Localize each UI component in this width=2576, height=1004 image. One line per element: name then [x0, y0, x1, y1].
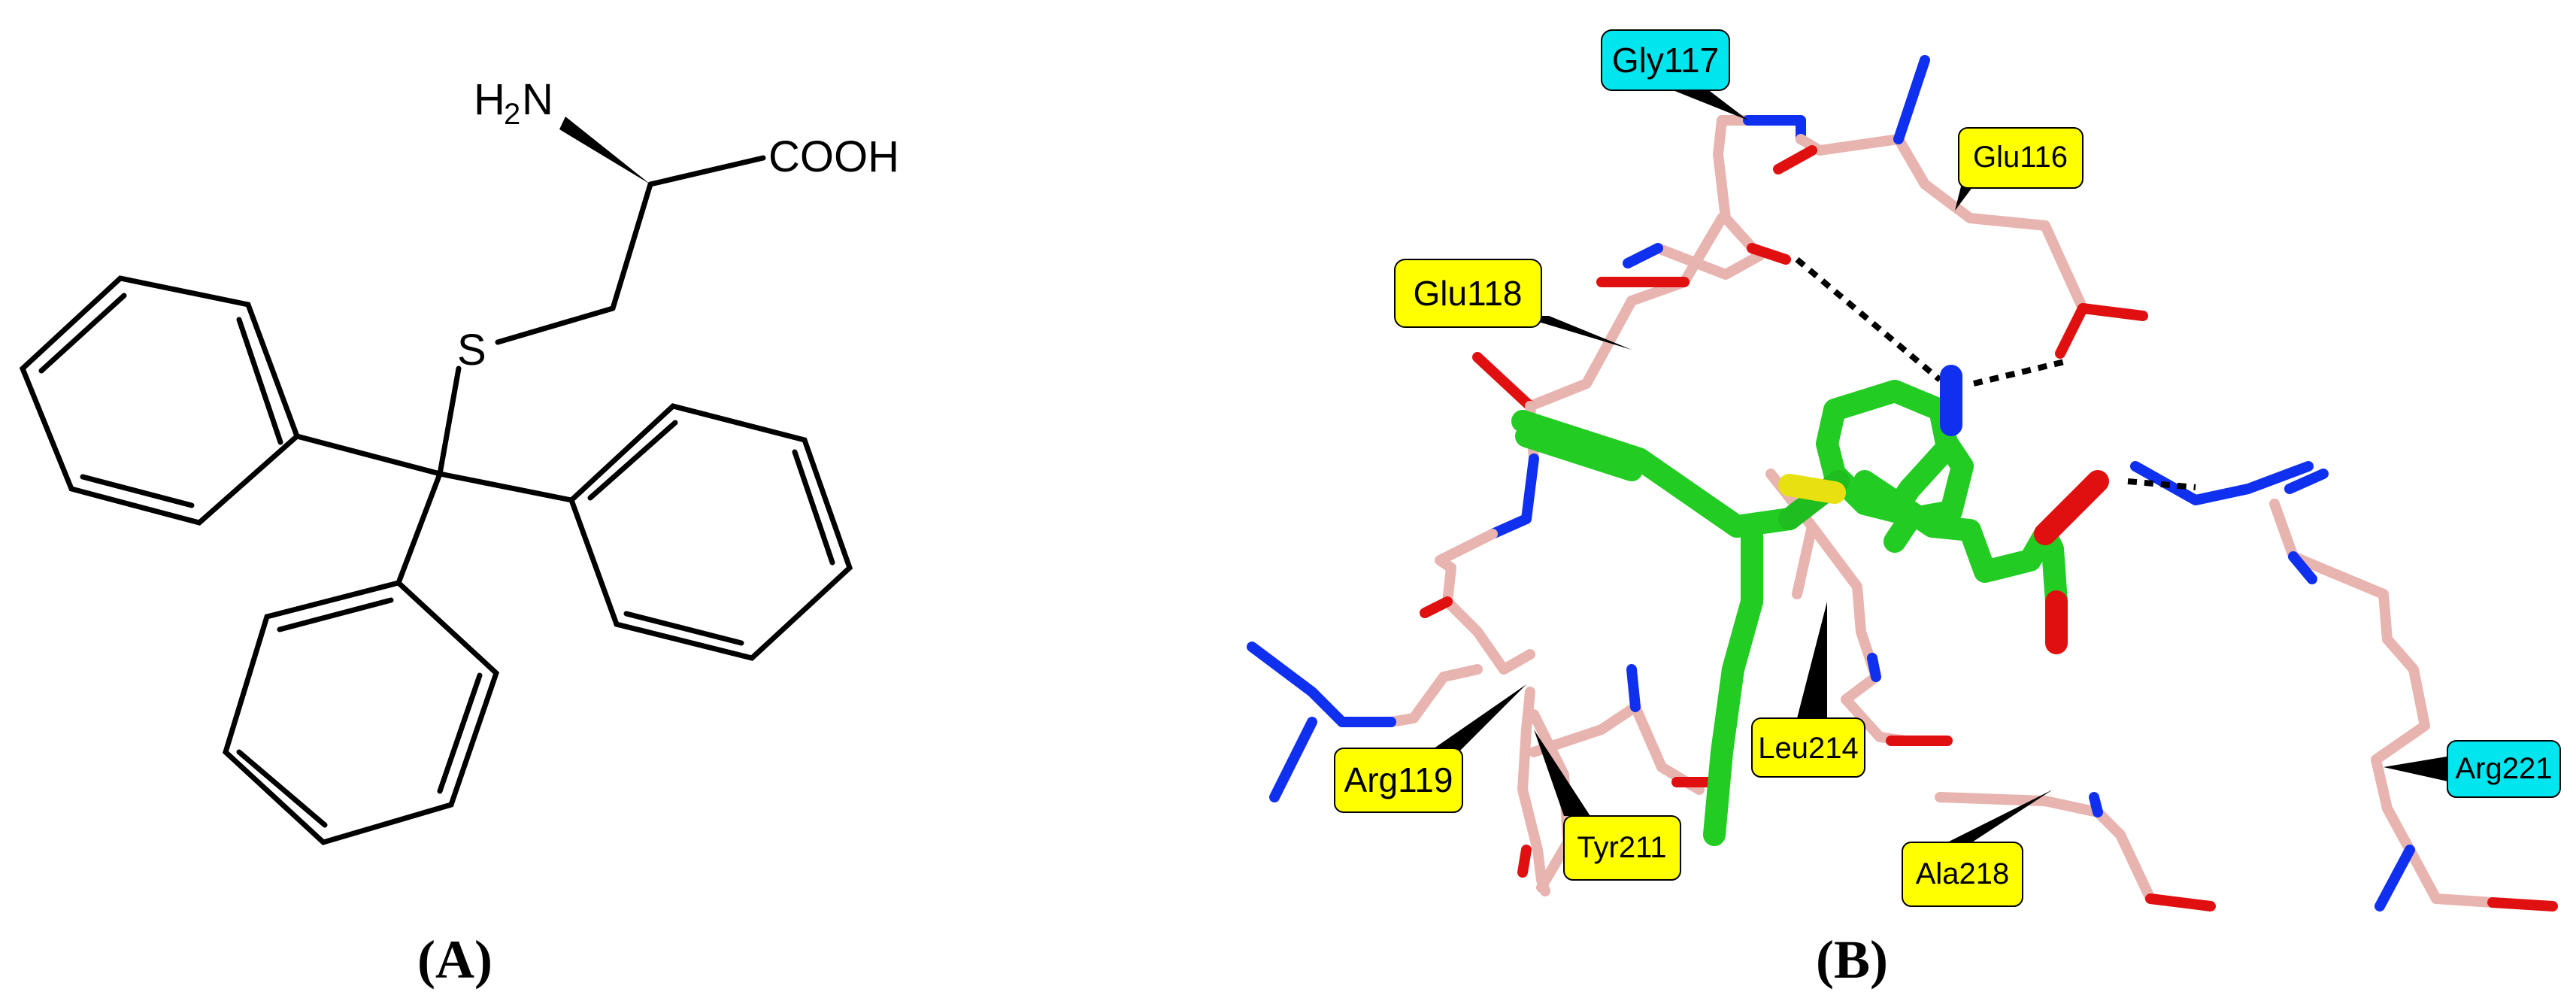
wedge-bond [559, 117, 650, 184]
bond-c-ring1 [294, 433, 443, 477]
amine-h-label: H [474, 75, 505, 124]
bond-calpha-ch2 [610, 181, 653, 311]
panel-b-binding-site: Gly117 Glu116 Glu118 Arg119 Tyr211 Leu21… [1247, 29, 2561, 990]
phenyl-ring-bottom [223, 580, 500, 845]
bond-s-c [437, 366, 462, 477]
residue-label-tyr211: Tyr211 [1534, 729, 1681, 881]
panel-a-structure: H 2 N COOH S (A) [19, 75, 899, 990]
residue-label-arg119: Arg119 [1334, 684, 1526, 813]
svg-text:Arg119: Arg119 [1344, 760, 1453, 799]
phenyl-ring-left [19, 275, 301, 526]
bond-c-ring2 [437, 471, 574, 503]
residue-label-ala218: Ala218 [1902, 790, 2053, 907]
amine-n-label: N [522, 75, 553, 124]
bond-calpha-cooh [647, 155, 766, 187]
residue-label-leu214: Leu214 [1751, 602, 1865, 778]
bond-ch2-s [495, 305, 616, 345]
residue-label-gly117: Gly117 [1601, 29, 1748, 120]
svg-text:Ala218: Ala218 [1916, 857, 2010, 890]
residue-label-glu116: Glu116 [1955, 127, 2084, 211]
residue-label-glu118: Glu118 [1394, 259, 1632, 350]
panel-b-caption: (B) [1816, 930, 1888, 990]
sulfur-label: S [457, 326, 486, 375]
svg-text:Glu116: Glu116 [1973, 141, 2068, 174]
bond-c-ring3 [395, 471, 443, 586]
protein-sticks [1247, 55, 2558, 911]
hydrogen-bonds [1795, 256, 2196, 490]
panel-a-caption: (A) [417, 930, 492, 990]
ligand-sticks [1511, 365, 2109, 846]
svg-text:Leu214: Leu214 [1758, 732, 1858, 765]
svg-text:Glu118: Glu118 [1414, 274, 1523, 313]
svg-text:Tyr211: Tyr211 [1577, 831, 1666, 864]
carboxyl-label: COOH [768, 132, 899, 181]
phenyl-ring-right [568, 403, 853, 661]
svg-text:Arg221: Arg221 [2456, 752, 2553, 785]
amine-subscript: 2 [504, 98, 520, 131]
residue-label-arg221: Arg221 [2384, 740, 2561, 798]
svg-text:Gly117: Gly117 [1612, 41, 1719, 80]
